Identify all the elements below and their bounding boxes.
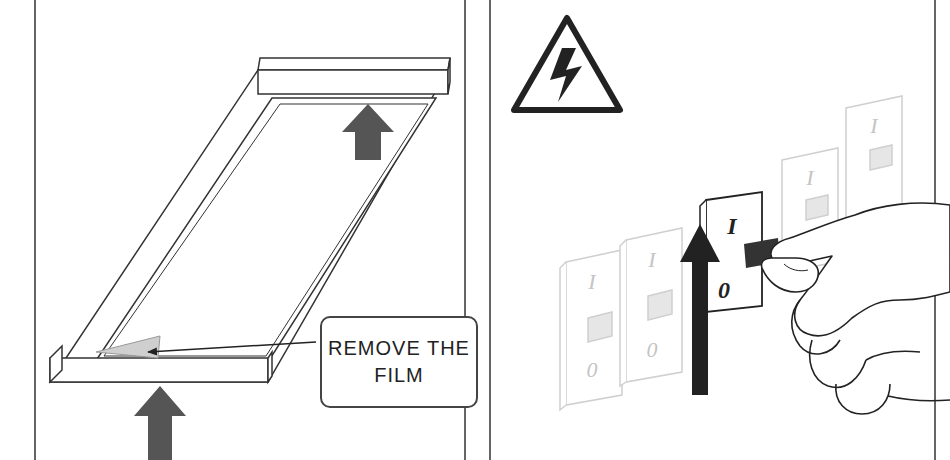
protective-film [96, 336, 160, 358]
switch-position-mark: 0 [718, 278, 730, 302]
lightning-symbol [550, 48, 582, 102]
switch-position-mark: I [588, 271, 595, 293]
push-arrow [134, 386, 186, 460]
callout-text: REMOVE THE FILM [322, 335, 476, 389]
switch-position-mark: I [727, 214, 736, 238]
hand [761, 203, 950, 414]
push-arrow [342, 104, 394, 160]
callout-box: REMOVE THE FILM [320, 316, 478, 408]
switch-position-mark: I [806, 167, 813, 189]
leader-line [148, 342, 316, 352]
switch-position-mark: I [870, 115, 877, 137]
switch-position-mark: 0 [587, 359, 598, 381]
warning-triangle [514, 18, 620, 110]
switch-position-mark: 0 [647, 339, 658, 361]
switch-arrow [680, 224, 720, 395]
switch-position-mark: I [648, 249, 655, 271]
